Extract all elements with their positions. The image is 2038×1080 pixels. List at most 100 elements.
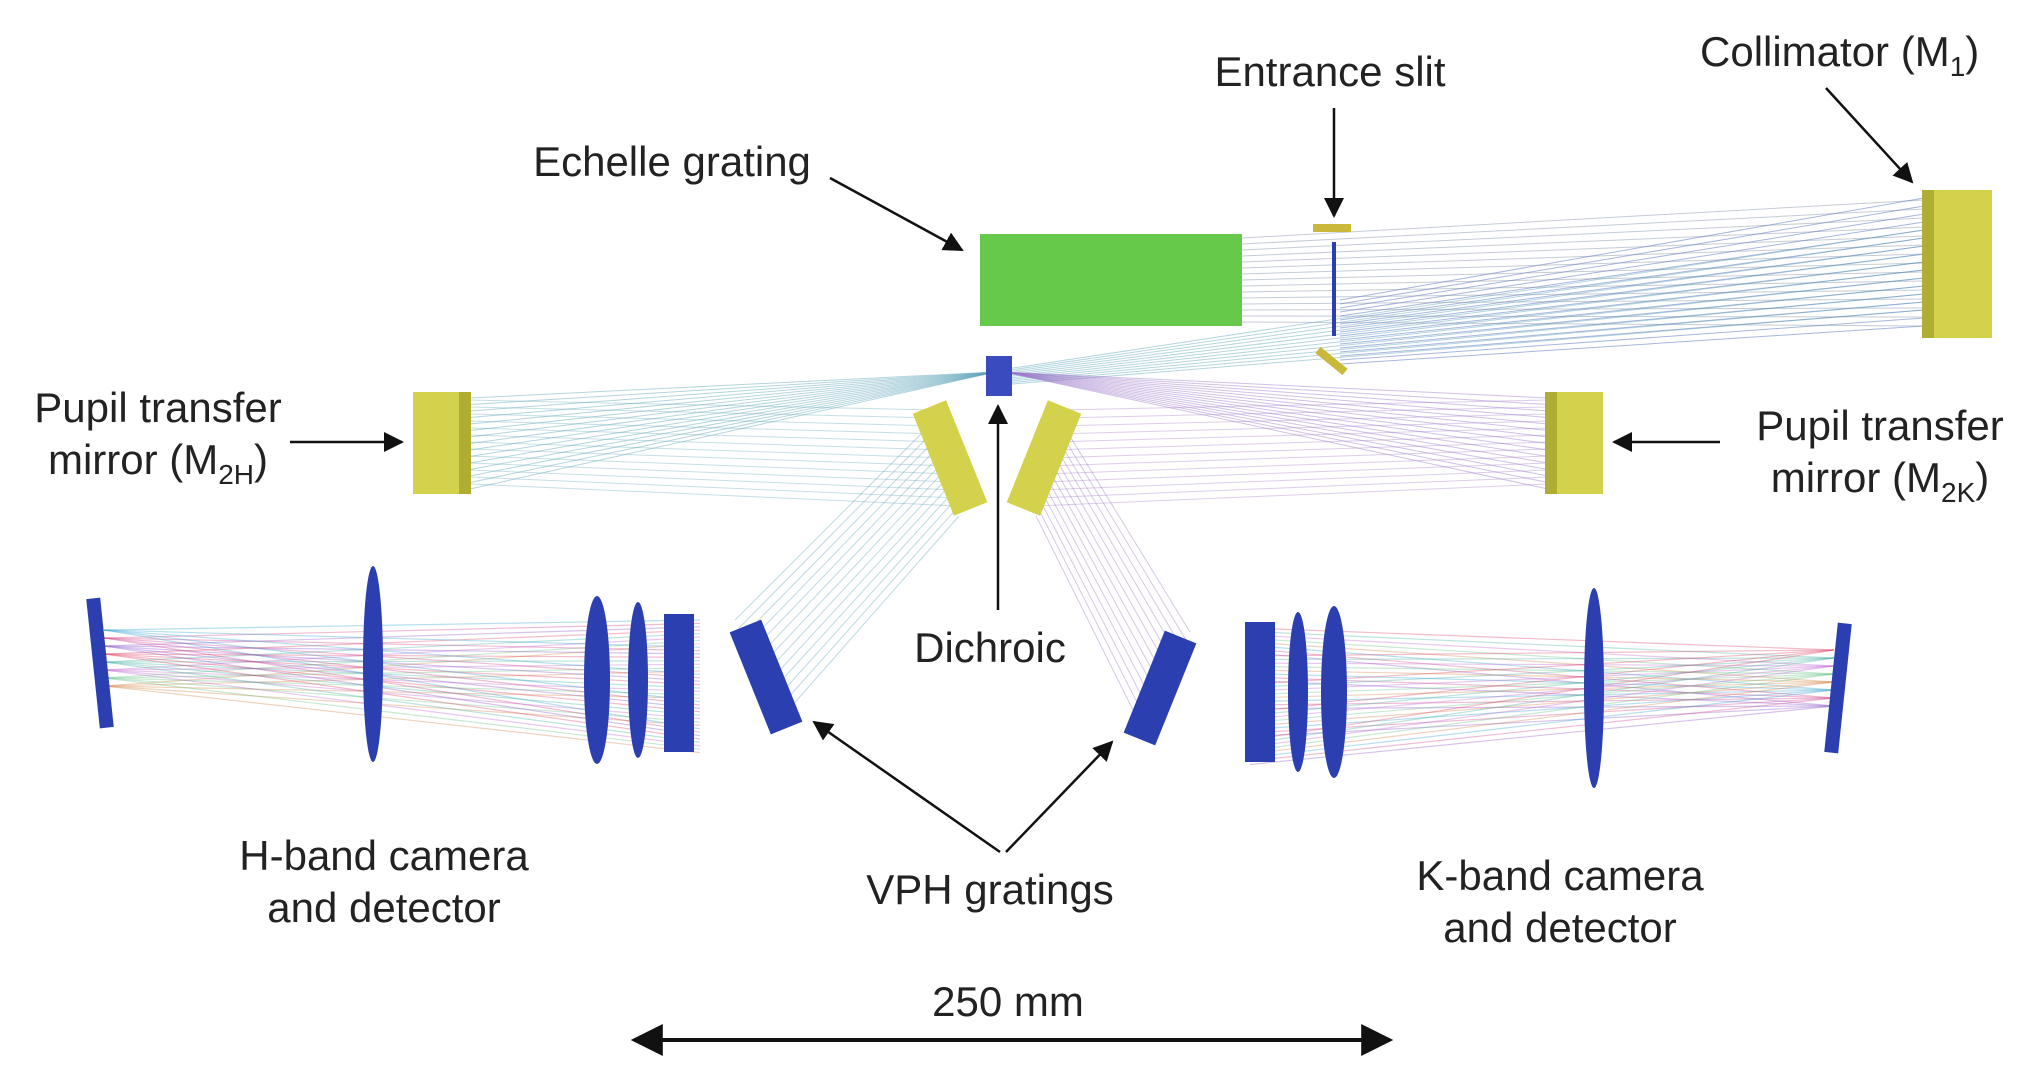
ray (734, 419, 936, 621)
ray (469, 371, 997, 490)
ray (1249, 649, 1835, 713)
ray (999, 301, 1925, 384)
ray (1053, 443, 1179, 657)
ray (469, 371, 997, 470)
ray (469, 476, 958, 499)
ray (1249, 681, 1835, 755)
ray (1241, 315, 1925, 318)
ray (469, 371, 997, 444)
ray (469, 462, 954, 483)
ray (469, 371, 997, 483)
collimator-mirror-face (1922, 190, 1934, 338)
ray (1057, 406, 1549, 419)
ray (1339, 253, 1925, 329)
ray (469, 448, 950, 467)
k-band-camera (1123, 588, 1852, 788)
vph-grating-h (912, 400, 988, 516)
ray (1041, 462, 1549, 483)
ray (469, 483, 960, 507)
label-kband-line1: K-band camera (1416, 852, 1704, 899)
ray (1241, 298, 1925, 305)
ray (1035, 483, 1549, 507)
label-echelle: Echelle grating (533, 138, 811, 185)
h-detector (86, 597, 114, 729)
ray (766, 483, 952, 685)
ray (469, 371, 997, 405)
ray (999, 253, 1925, 375)
ray (469, 455, 952, 475)
ray (1059, 419, 1191, 633)
ray (1339, 197, 1925, 301)
k-lens-3 (1288, 612, 1308, 772)
ray (999, 261, 1925, 377)
h-band-camera (86, 566, 803, 764)
ray (1249, 673, 1835, 696)
k-lens-1 (1584, 588, 1604, 788)
label-pupil-h-line1: Pupil transfer (34, 384, 281, 431)
ray (1249, 657, 1835, 661)
ray (1249, 641, 1835, 683)
ray (1049, 434, 1549, 451)
ray (1249, 637, 1835, 675)
ray (1339, 293, 1925, 349)
ray (469, 371, 997, 412)
ray (999, 237, 1925, 372)
ray (1051, 451, 1175, 665)
label-vph: VPH gratings (866, 866, 1113, 913)
ray (999, 309, 1925, 386)
ray (1339, 213, 1925, 309)
ray (1053, 420, 1549, 435)
ray (1055, 413, 1549, 427)
arrow-vph-h (812, 720, 1001, 854)
ray (1339, 221, 1925, 313)
ray (1249, 665, 1835, 675)
label-dichroic: Dichroic (914, 624, 1066, 671)
ray (1241, 244, 1925, 269)
label-hband-line1: H-band camera (239, 832, 529, 879)
ray (1249, 649, 1835, 657)
ray (1003, 371, 1549, 490)
ray (1249, 665, 1835, 748)
pupil-mirror-h-face (459, 392, 471, 494)
ray (1339, 285, 1925, 345)
h-lens-2 (584, 596, 610, 764)
ray (1241, 226, 1925, 257)
ray (1339, 325, 1925, 365)
ray (1003, 371, 1549, 438)
ray (1249, 648, 1835, 699)
ray (774, 499, 956, 701)
ray (469, 371, 997, 431)
ray (469, 441, 948, 459)
ray (1037, 476, 1549, 499)
ray (1249, 681, 1835, 699)
ray (469, 469, 956, 491)
ray (1241, 321, 1925, 327)
ray (1249, 651, 1835, 707)
ray (1249, 679, 1835, 707)
label-kband-line2: and detector (1443, 904, 1677, 951)
ray (1339, 277, 1925, 341)
ray (1241, 253, 1925, 275)
ray (469, 371, 997, 418)
ray (469, 434, 946, 451)
ray (469, 371, 997, 399)
arrow-collimator (1825, 87, 1914, 184)
ray (1003, 371, 1549, 464)
ray (1003, 371, 1549, 412)
ray (1339, 317, 1925, 361)
ray (1249, 634, 1835, 667)
ray (1249, 673, 1835, 752)
ray (999, 245, 1925, 374)
ray (469, 371, 997, 464)
ray (1249, 627, 1835, 651)
label-collimator: Collimator (M1) (1700, 28, 1979, 82)
label-pupil-k-line2: mirror (M2K) (1771, 454, 1990, 508)
ray (1003, 371, 1549, 483)
ray (1249, 649, 1835, 741)
ray (1249, 649, 1835, 685)
arrow-echelle (829, 176, 964, 252)
vph-grating-k (1006, 400, 1082, 516)
ray (1043, 483, 1159, 697)
ray (1049, 459, 1171, 673)
ray (1003, 371, 1549, 418)
